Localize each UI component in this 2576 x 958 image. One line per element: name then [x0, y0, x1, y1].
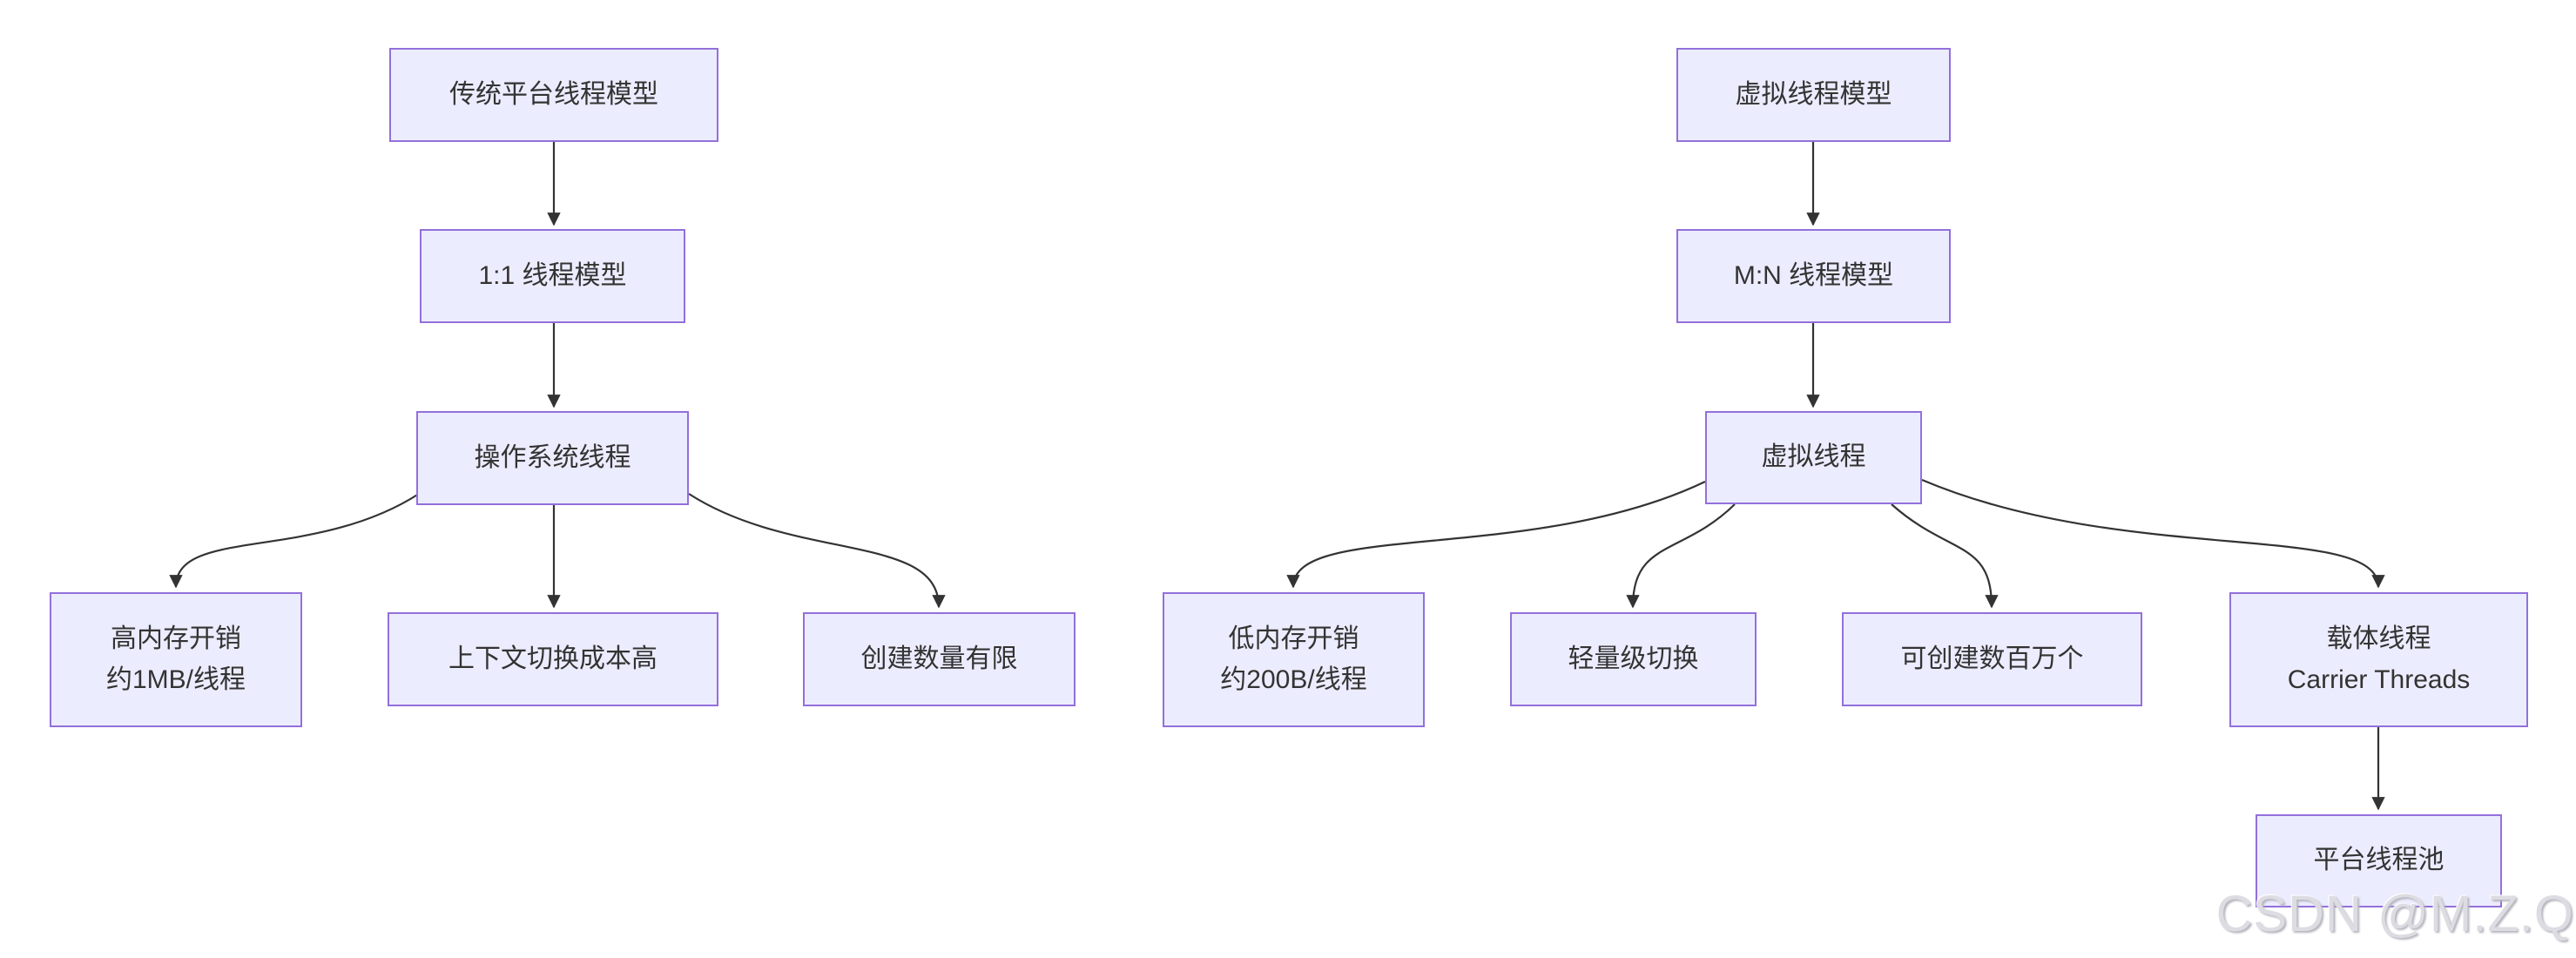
edge-virtual-threads-to-carrier [1921, 478, 2385, 589]
node-label: 1:1 线程模型 [478, 260, 627, 290]
node-millions-creatable: 可创建数百万个 [1842, 612, 2142, 706]
node-label-line1: 高内存开销 [111, 624, 241, 653]
node-label-line1: 载体线程 [2326, 624, 2431, 653]
node-virtual-threads: 虚拟线程 [1705, 411, 1922, 504]
node-platform-thread-pool: 平台线程池 [2256, 814, 2502, 907]
node-label: M:N 线程模型 [1733, 260, 1894, 290]
node-mn-thread-model: M:N 线程模型 [1676, 229, 1951, 323]
node-traditional-platform-thread-model: 传统平台线程模型 [389, 48, 718, 142]
node-label-line2: Carrier Threads [2287, 665, 2471, 694]
node-1to1-thread-model: 1:1 线程模型 [420, 229, 685, 323]
node-lightweight-switching: 轻量级切换 [1510, 612, 1757, 706]
node-label: 创建数量有限 [860, 644, 1018, 673]
node-label: 轻量级切换 [1568, 644, 1699, 673]
node-context-switch-cost: 上下文切换成本高 [388, 612, 718, 706]
node-label: 虚拟线程模型 [1735, 79, 1892, 109]
node-label-line2: 约1MB/线程 [105, 665, 246, 694]
node-high-memory-overhead: 高内存开销 约1MB/线程 [50, 592, 302, 727]
node-low-memory-overhead: 低内存开销 约200B/线程 [1163, 592, 1425, 727]
node-label: 可创建数百万个 [1900, 644, 2084, 673]
edge-virtual-threads-to-lightweight [1626, 503, 1736, 609]
csdn-watermark: CSDN @M.Z.Q [2215, 886, 2574, 942]
node-virtual-thread-model: 虚拟线程模型 [1676, 48, 1951, 142]
node-label-line2: 约200B/线程 [1220, 665, 1367, 694]
edge-virtual-threads-to-low-memory [1286, 481, 1706, 589]
node-label: 虚拟线程 [1761, 442, 1866, 472]
node-carrier-threads: 载体线程 Carrier Threads [2229, 592, 2528, 727]
edge-os-threads-to-limited-creation [688, 493, 946, 609]
node-os-threads: 操作系统线程 [416, 411, 689, 505]
node-label: 传统平台线程模型 [449, 79, 658, 109]
edge-virtual-threads-to-millions [1891, 503, 1999, 609]
node-label: 平台线程池 [2313, 846, 2445, 875]
node-label-line1: 低内存开销 [1228, 624, 1359, 653]
node-label: 上下文切换成本高 [448, 644, 657, 673]
edge-os-threads-to-high-memory [169, 493, 420, 589]
node-limited-creation: 创建数量有限 [803, 612, 1076, 706]
node-label: 操作系统线程 [474, 442, 631, 472]
